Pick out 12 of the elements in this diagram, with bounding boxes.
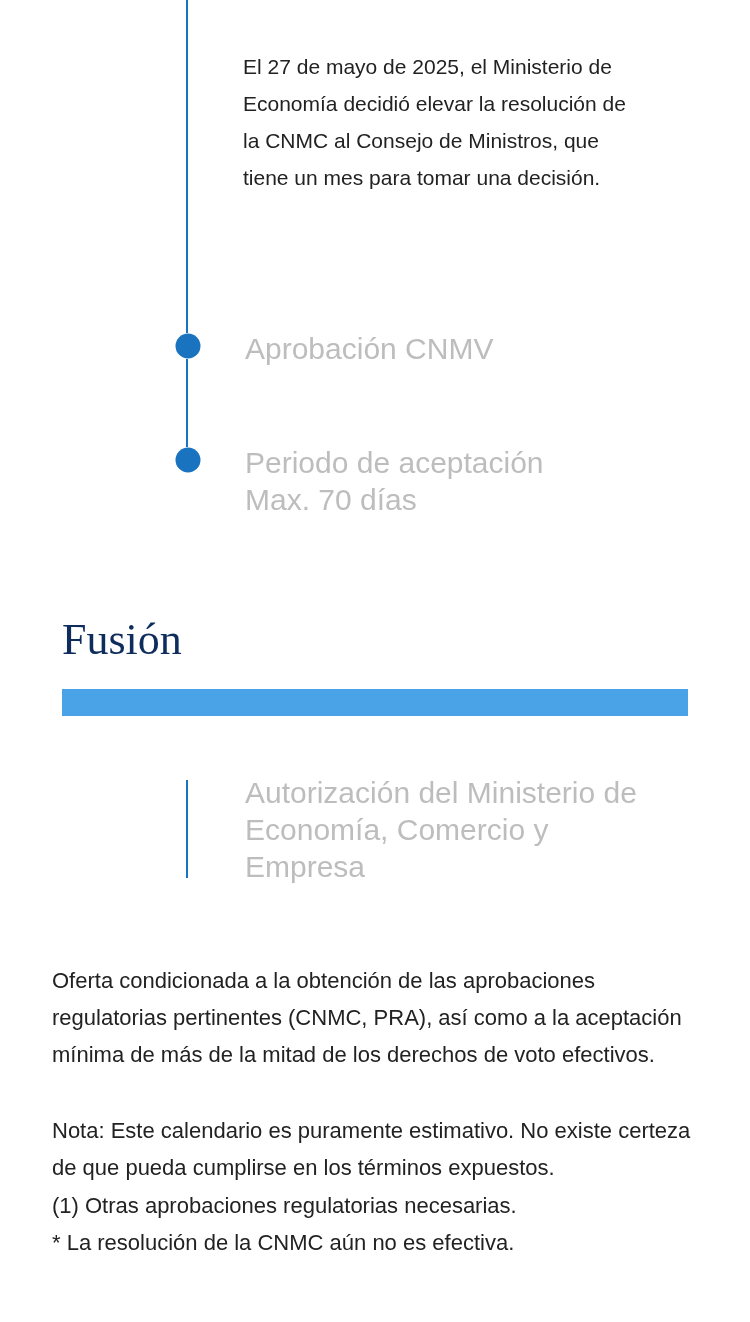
- timeline-line: [186, 0, 188, 334]
- section-bar: [62, 689, 688, 716]
- description-text: El 27 de mayo de 2025, el Ministerio de Economía decidió elevar la resolución de la CNMC al Consejo de Ministros, que tiene un mes para tomar una decisión.: [243, 54, 627, 191]
- milestone-label: Autorización del Ministerio de Economía, Comercio y Empresa: [245, 775, 638, 885]
- footnote-text: (1) Otras aprobaciones regulatorias necesarias.: [52, 1192, 518, 1220]
- note-text: Nota: Este calendario es puramente estimativo. No existe certeza de que pueda cumplirse en los términos expuestos.: [52, 1117, 692, 1182]
- milestone-label: Periodo de aceptación Max. 70 días: [245, 445, 545, 518]
- timeline-line: [186, 358, 188, 448]
- milestone-label: Aprobación CNMV: [245, 331, 495, 367]
- section-heading: Fusión: [62, 614, 183, 666]
- footnote-text: Oferta condicionada a la obtención de las aprobaciones regulatorias pertinentes (CNMC, PRA), así como a la aceptación mínima de más de la mitad de los derechos de voto efectivos.: [52, 967, 683, 1069]
- footnote-text: * La resolución de la CNMC aún no es efectiva.: [52, 1229, 516, 1257]
